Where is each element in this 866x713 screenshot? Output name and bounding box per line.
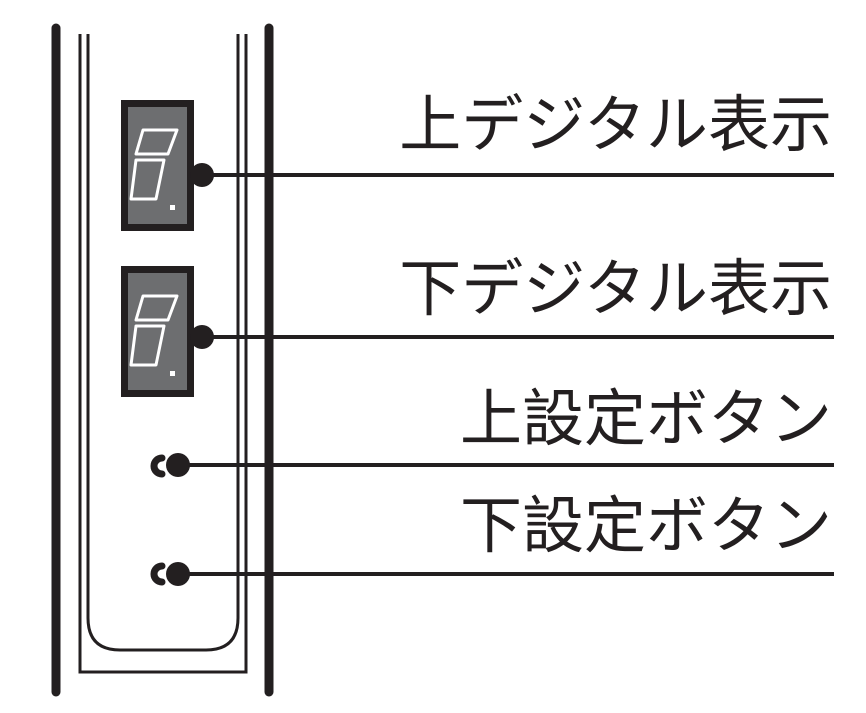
leader-upper-button	[166, 453, 834, 477]
upper-digit-bottom-segments	[129, 158, 166, 201]
upper-digit-top-segments	[134, 128, 179, 156]
upper-digit-decimal-point	[170, 205, 175, 210]
panel-outline-outer	[78, 34, 248, 674]
lower-setting-button[interactable]	[150, 562, 166, 586]
lower-digit-top-segments	[134, 294, 179, 322]
lower-digital-display	[121, 266, 194, 397]
lower-digit-bottom-segments	[129, 324, 166, 367]
lower-digit-decimal-point	[170, 371, 175, 376]
upper-digital-display	[121, 100, 194, 231]
lower-setting-button-label: 下設定ボタン	[459, 489, 832, 562]
leader-lower-display	[190, 325, 834, 349]
lower-digital-display-label: 下デジタル表示	[399, 252, 832, 325]
leader-upper-display	[190, 163, 834, 187]
upper-setting-button-label: 上設定ボタン	[459, 382, 832, 455]
leader-lower-button	[166, 562, 834, 586]
upper-setting-button[interactable]	[150, 454, 166, 478]
panel-outline-inner	[86, 34, 240, 652]
upper-digital-display-label: 上デジタル表示	[399, 88, 832, 161]
